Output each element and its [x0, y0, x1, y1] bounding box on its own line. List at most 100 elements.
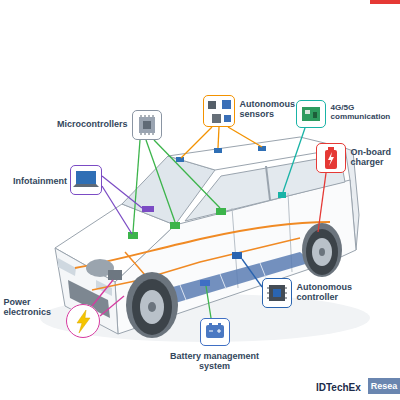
sensor-icon	[212, 114, 221, 123]
icon-ground	[203, 95, 235, 127]
callout-label: Autonomous sensors	[240, 99, 302, 120]
leader-line	[102, 176, 142, 208]
charger-icon	[325, 147, 337, 169]
car-illustration	[142, 206, 154, 212]
top-bar	[370, 0, 400, 4]
controller-callout: Autonomous controller	[262, 278, 292, 308]
car-illustration	[266, 166, 270, 200]
leader-line	[133, 140, 140, 232]
leader-line	[100, 296, 124, 316]
modem-icon	[305, 110, 310, 114]
leader-line	[206, 286, 211, 318]
car-illustration	[126, 272, 178, 338]
controller-icon	[267, 285, 287, 301]
sensor-callout: Autonomous sensors	[203, 95, 235, 127]
car-illustration	[58, 258, 76, 276]
car-illustration	[55, 248, 118, 334]
icon-ground	[316, 143, 346, 173]
car-illustration	[148, 302, 156, 312]
leader-line	[318, 173, 326, 232]
leader-line	[283, 128, 305, 192]
leader-line	[146, 140, 175, 222]
modem-icon	[302, 107, 320, 121]
car-illustration	[306, 229, 338, 275]
charger-callout: On-board charger	[316, 143, 346, 173]
sensor-icon	[222, 100, 231, 109]
icon-ground	[66, 304, 100, 338]
watermark-text: IDTechEx	[316, 381, 368, 395]
icon-ground	[296, 100, 326, 128]
callout-label: Autonomous controller	[297, 282, 363, 303]
leader-line	[92, 280, 113, 306]
callout-label: Battery management system	[165, 351, 265, 372]
car-illustration	[214, 148, 222, 153]
battery-callout: Battery management system	[200, 318, 230, 346]
leader-line	[181, 127, 212, 158]
leader-line	[228, 127, 262, 147]
power-callout: Power electronics	[66, 304, 100, 338]
sensor-icon	[224, 115, 231, 122]
callout-label: 4G/5G communication	[331, 103, 397, 122]
leader-line	[242, 259, 262, 287]
infotainment-callout: Infotainment	[70, 165, 102, 195]
car-illustration	[140, 290, 164, 324]
callout-label: On-board charger	[351, 147, 397, 168]
icon-ground	[200, 318, 230, 346]
battery-icon	[218, 323, 221, 325]
laptop-icon	[76, 171, 96, 184]
controller-icon	[269, 285, 285, 301]
car-illustration	[108, 270, 122, 280]
car-illustration	[40, 137, 370, 342]
battery-icon	[209, 323, 212, 325]
battery-icon	[206, 323, 224, 338]
car-illustration	[176, 157, 184, 162]
microcontroller-callout: Microcontrollers	[132, 110, 162, 140]
car-illustration	[128, 232, 138, 239]
charger-icon	[325, 150, 337, 169]
icon-ground	[66, 95, 346, 346]
car-illustration	[232, 252, 242, 259]
leader-line	[102, 186, 132, 234]
callout-label: Power electronics	[4, 297, 60, 318]
chip-icon	[139, 115, 155, 135]
car-illustration	[170, 222, 180, 229]
sensor-icon	[208, 101, 216, 109]
charger-icon	[328, 152, 334, 166]
chip-icon	[139, 117, 155, 133]
callout-label: Microcontrollers	[44, 119, 128, 129]
callout-label: Infotainment	[3, 176, 67, 186]
car-illustration	[278, 192, 286, 198]
car-illustration	[132, 279, 172, 335]
controller-icon	[273, 289, 281, 297]
leader-line	[154, 140, 220, 208]
car-illustration	[180, 263, 266, 300]
modem-icon	[313, 112, 317, 118]
laptop-icon	[73, 171, 99, 187]
battery-icon	[209, 329, 221, 333]
car-illustration	[200, 280, 210, 286]
charger-icon	[328, 147, 334, 150]
controller-icon	[267, 288, 287, 298]
car-illustration	[216, 208, 226, 215]
icon-ground	[262, 278, 292, 308]
leader-line	[218, 127, 219, 148]
icon-ground	[70, 165, 102, 195]
sensor-icon	[208, 100, 231, 123]
lightning-icon	[77, 310, 90, 333]
car-illustration	[312, 238, 332, 266]
chip-icon	[141, 115, 153, 135]
laptop-icon	[73, 184, 99, 187]
lightning-icon	[77, 310, 90, 333]
icon-ground	[132, 110, 162, 140]
chip-icon	[143, 121, 151, 129]
modem-icon	[302, 107, 320, 121]
battery-icon	[206, 325, 224, 338]
leader-line	[92, 127, 326, 318]
car-illustration	[302, 223, 342, 277]
communication-callout: 4G/5G communication	[296, 100, 326, 128]
watermark-tag: Resea	[368, 378, 400, 394]
car-illustration	[319, 248, 325, 256]
